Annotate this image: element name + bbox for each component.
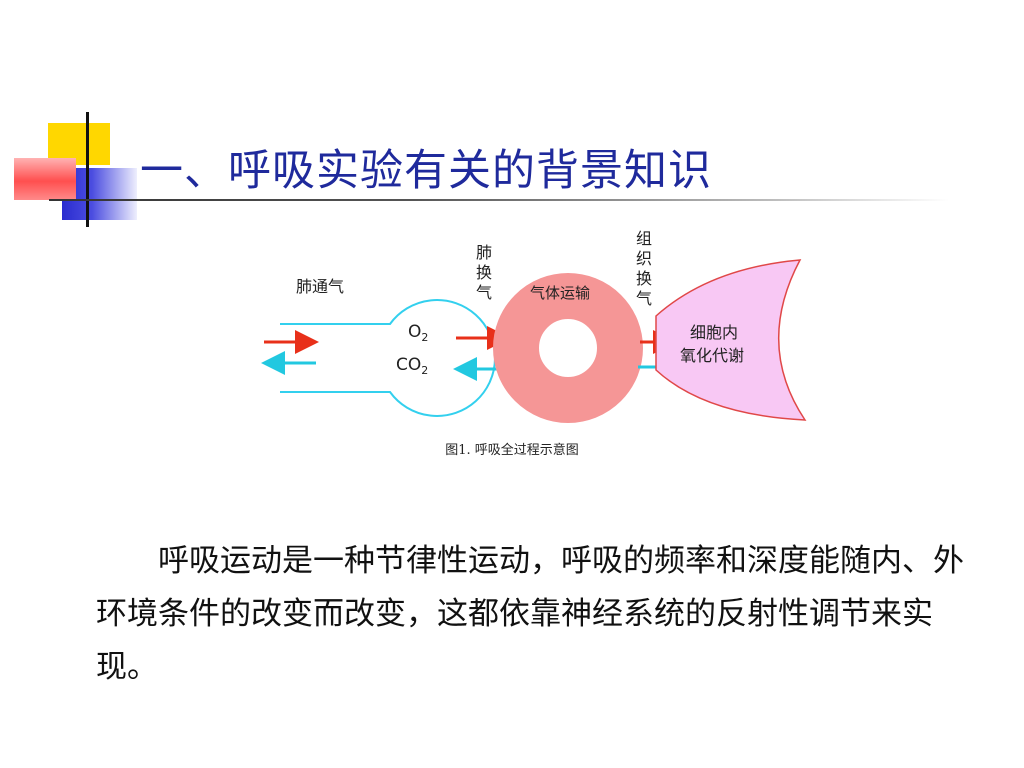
label-gas-transport: 气体运输 [530,284,590,302]
label-co2: CO2 [396,355,428,377]
alveolus-outline [280,299,496,417]
slide-title: 一、呼吸实验有关的背景知识 [140,146,712,196]
label-lung-exchange-char: 肺 [476,243,492,262]
label-o2-sub: 2 [421,331,428,344]
label-tissue-exchange: 组 织 换 气 [636,229,657,308]
respiration-diagram: 肺通气 肺 换 气 气体运输 组 织 换 气 O2 CO2 细胞内 氧化代谢 [261,229,807,423]
label-tissue-exchange-char: 织 [636,249,652,268]
decor-red-square [14,158,76,200]
body-paragraph: 呼吸运动是一种节律性运动，呼吸的频率和深度能随内、外环境条件的改变而改变，这都依… [96,535,976,694]
label-lung-ventilation: 肺通气 [296,277,344,296]
label-co2-sub: 2 [421,364,428,377]
label-co2-main: CO [396,355,421,375]
label-cell-line2: 氧化代谢 [680,346,744,365]
label-tissue-exchange-char: 换 [636,269,652,288]
figure-caption: 图1. 呼吸全过程示意图 [445,443,579,458]
label-tissue-exchange-char: 组 [636,229,652,248]
decor-vertical-line [86,112,89,227]
cell-shape [655,259,807,421]
label-o2-main: O [408,322,421,342]
label-lung-exchange: 肺 换 气 [476,243,497,302]
label-o2: O2 [408,322,428,344]
label-lung-exchange-char: 气 [476,283,492,302]
label-tissue-exchange-char: 气 [636,289,652,308]
paragraph-text: 呼吸运动是一种节律性运动，呼吸的频率和深度能随内、外环境条件的改变而改变，这都依… [96,543,964,685]
title-underline [49,199,949,201]
blood-transport-ring [493,273,643,423]
label-cell-line1: 细胞内 [690,323,738,342]
label-lung-exchange-char: 换 [476,263,492,282]
